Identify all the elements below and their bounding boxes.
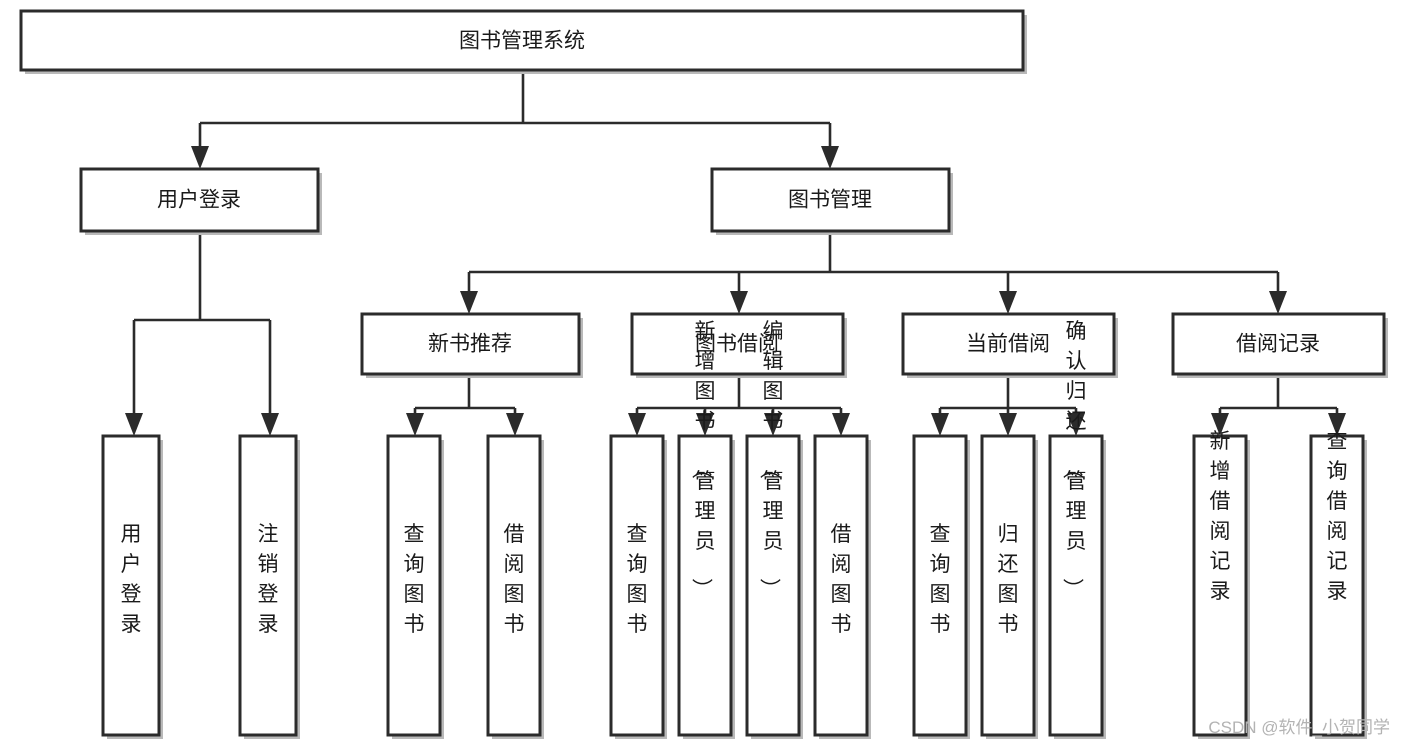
node-root[interactable]: 图书管理系统	[19, 9, 1027, 74]
node-borrow-record-box	[1171, 312, 1386, 376]
leaf-borrow-record-2-box	[1309, 434, 1365, 737]
arrow-to-user-login	[191, 146, 209, 169]
leaf-new-book-2-box	[486, 434, 542, 737]
node-current-borrow-label: 当前借阅	[966, 333, 1050, 356]
node-book-borrow[interactable]: 图书借阅	[630, 312, 847, 378]
node-root-box	[19, 9, 1025, 72]
leaf-book-borrow-1-box	[609, 434, 665, 737]
arrow-book-borrow-leaf-3	[764, 413, 782, 436]
leaf-current-borrow-3[interactable]: 确认归还（管理员）	[1048, 320, 1106, 739]
leaf-book-borrow-4-label: 借阅图书	[831, 523, 852, 636]
leaf-current-borrow-3-label: 确认归还（管理员）	[1061, 320, 1087, 599]
arrow-book-borrow-leaf-1	[628, 413, 646, 436]
node-new-book-recommend[interactable]: 新书推荐	[360, 312, 583, 378]
leaf-book-borrow-4-box	[813, 434, 869, 737]
leaf-book-borrow-3-label: 编辑图书（管理员）	[758, 320, 784, 599]
arrow-user-login-leaf-1	[125, 413, 143, 436]
arrow-borrow-record-leaf-2	[1328, 413, 1346, 436]
leaf-current-borrow-1-box	[912, 434, 968, 737]
connector-layer	[125, 70, 1346, 436]
node-borrow-record-label: 借阅记录	[1236, 333, 1320, 356]
node-book-borrow-box	[630, 312, 845, 376]
arrow-to-book-manage	[821, 146, 839, 169]
leaf-new-book-1[interactable]: 查询图书	[386, 434, 444, 739]
node-borrow-record[interactable]: 借阅记录	[1171, 312, 1388, 378]
leaf-user-login-1-label: 用户登录	[121, 523, 142, 636]
arrow-user-login-leaf-2	[261, 413, 279, 436]
node-new-book-recommend-box	[360, 312, 581, 376]
node-book-manage-label: 图书管理	[788, 189, 872, 212]
leaf-user-login-1[interactable]: 用户登录	[101, 434, 163, 739]
leaf-borrow-record-1-label: 新增借阅记录	[1210, 430, 1231, 603]
arrow-book-borrow-leaf-4	[832, 413, 850, 436]
leaf-user-login-2-box	[238, 434, 298, 737]
leaf-borrow-record-2[interactable]: 查询借阅记录	[1309, 430, 1367, 739]
arrow-borrow-record-leaf-1	[1211, 413, 1229, 436]
leaf-book-borrow-1[interactable]: 查询图书	[609, 434, 667, 739]
leaf-user-login-2-label: 注销登录	[258, 523, 279, 636]
leaf-new-book-1-label: 查询图书	[404, 523, 425, 636]
node-root-label: 图书管理系统	[459, 30, 585, 53]
leaf-borrow-record-1-box	[1192, 434, 1248, 737]
arrow-current-borrow-leaf-2	[999, 413, 1017, 436]
leaf-book-borrow-2-box	[677, 434, 733, 737]
arrow-current-borrow-leaf-3	[1067, 413, 1085, 436]
leaf-borrow-record-2-label: 查询借阅记录	[1327, 430, 1348, 603]
leaf-book-borrow-2-label: 新增图书（管理员）	[690, 320, 716, 599]
node-book-manage[interactable]: 图书管理	[710, 167, 953, 235]
leaf-current-borrow-2-box	[980, 434, 1036, 737]
arrow-to-book-borrow	[730, 291, 748, 314]
node-new-book-recommend-label: 新书推荐	[428, 333, 512, 356]
node-user-login[interactable]: 用户登录	[79, 167, 322, 235]
leaf-new-book-2[interactable]: 借阅图书	[486, 434, 544, 739]
arrow-new-book-leaf-2	[506, 413, 524, 436]
leaf-current-borrow-1-label: 查询图书	[930, 523, 951, 636]
leaf-new-book-2-label: 借阅图书	[504, 523, 525, 636]
leaf-book-borrow-3[interactable]: 编辑图书（管理员）	[745, 320, 803, 739]
leaf-current-borrow-2[interactable]: 归还图书	[980, 434, 1038, 739]
leaf-book-borrow-3-box	[745, 434, 801, 737]
leaf-current-borrow-2-label: 归还图书	[998, 523, 1019, 636]
leaf-user-login-2[interactable]: 注销登录	[238, 434, 300, 739]
arrow-to-new-book	[460, 291, 478, 314]
node-user-login-box	[79, 167, 320, 233]
leaf-current-borrow-1[interactable]: 查询图书	[912, 434, 970, 739]
leaf-new-book-1-box	[386, 434, 442, 737]
arrow-to-borrow-record	[1269, 291, 1287, 314]
watermark-label: CSDN @软件_小贺同学	[1208, 718, 1390, 737]
node-book-manage-box	[710, 167, 951, 233]
arrow-new-book-leaf-1	[406, 413, 424, 436]
node-current-borrow[interactable]: 当前借阅	[901, 312, 1118, 378]
leaf-book-borrow-4[interactable]: 借阅图书	[813, 434, 871, 739]
node-book-borrow-label: 图书借阅	[695, 333, 779, 356]
leaf-book-borrow-2[interactable]: 新增图书（管理员）	[677, 320, 735, 739]
leaf-borrow-record-1[interactable]: 新增借阅记录	[1192, 430, 1250, 739]
leaf-user-login-1-box	[101, 434, 161, 737]
node-user-login-label: 用户登录	[157, 189, 241, 212]
arrow-current-borrow-leaf-1	[931, 413, 949, 436]
arrow-to-current-borrow	[999, 291, 1017, 314]
arrow-book-borrow-leaf-2	[696, 413, 714, 436]
leaf-current-borrow-3-box	[1048, 434, 1104, 737]
leaf-book-borrow-1-label: 查询图书	[627, 523, 648, 636]
node-current-borrow-box	[901, 312, 1116, 376]
